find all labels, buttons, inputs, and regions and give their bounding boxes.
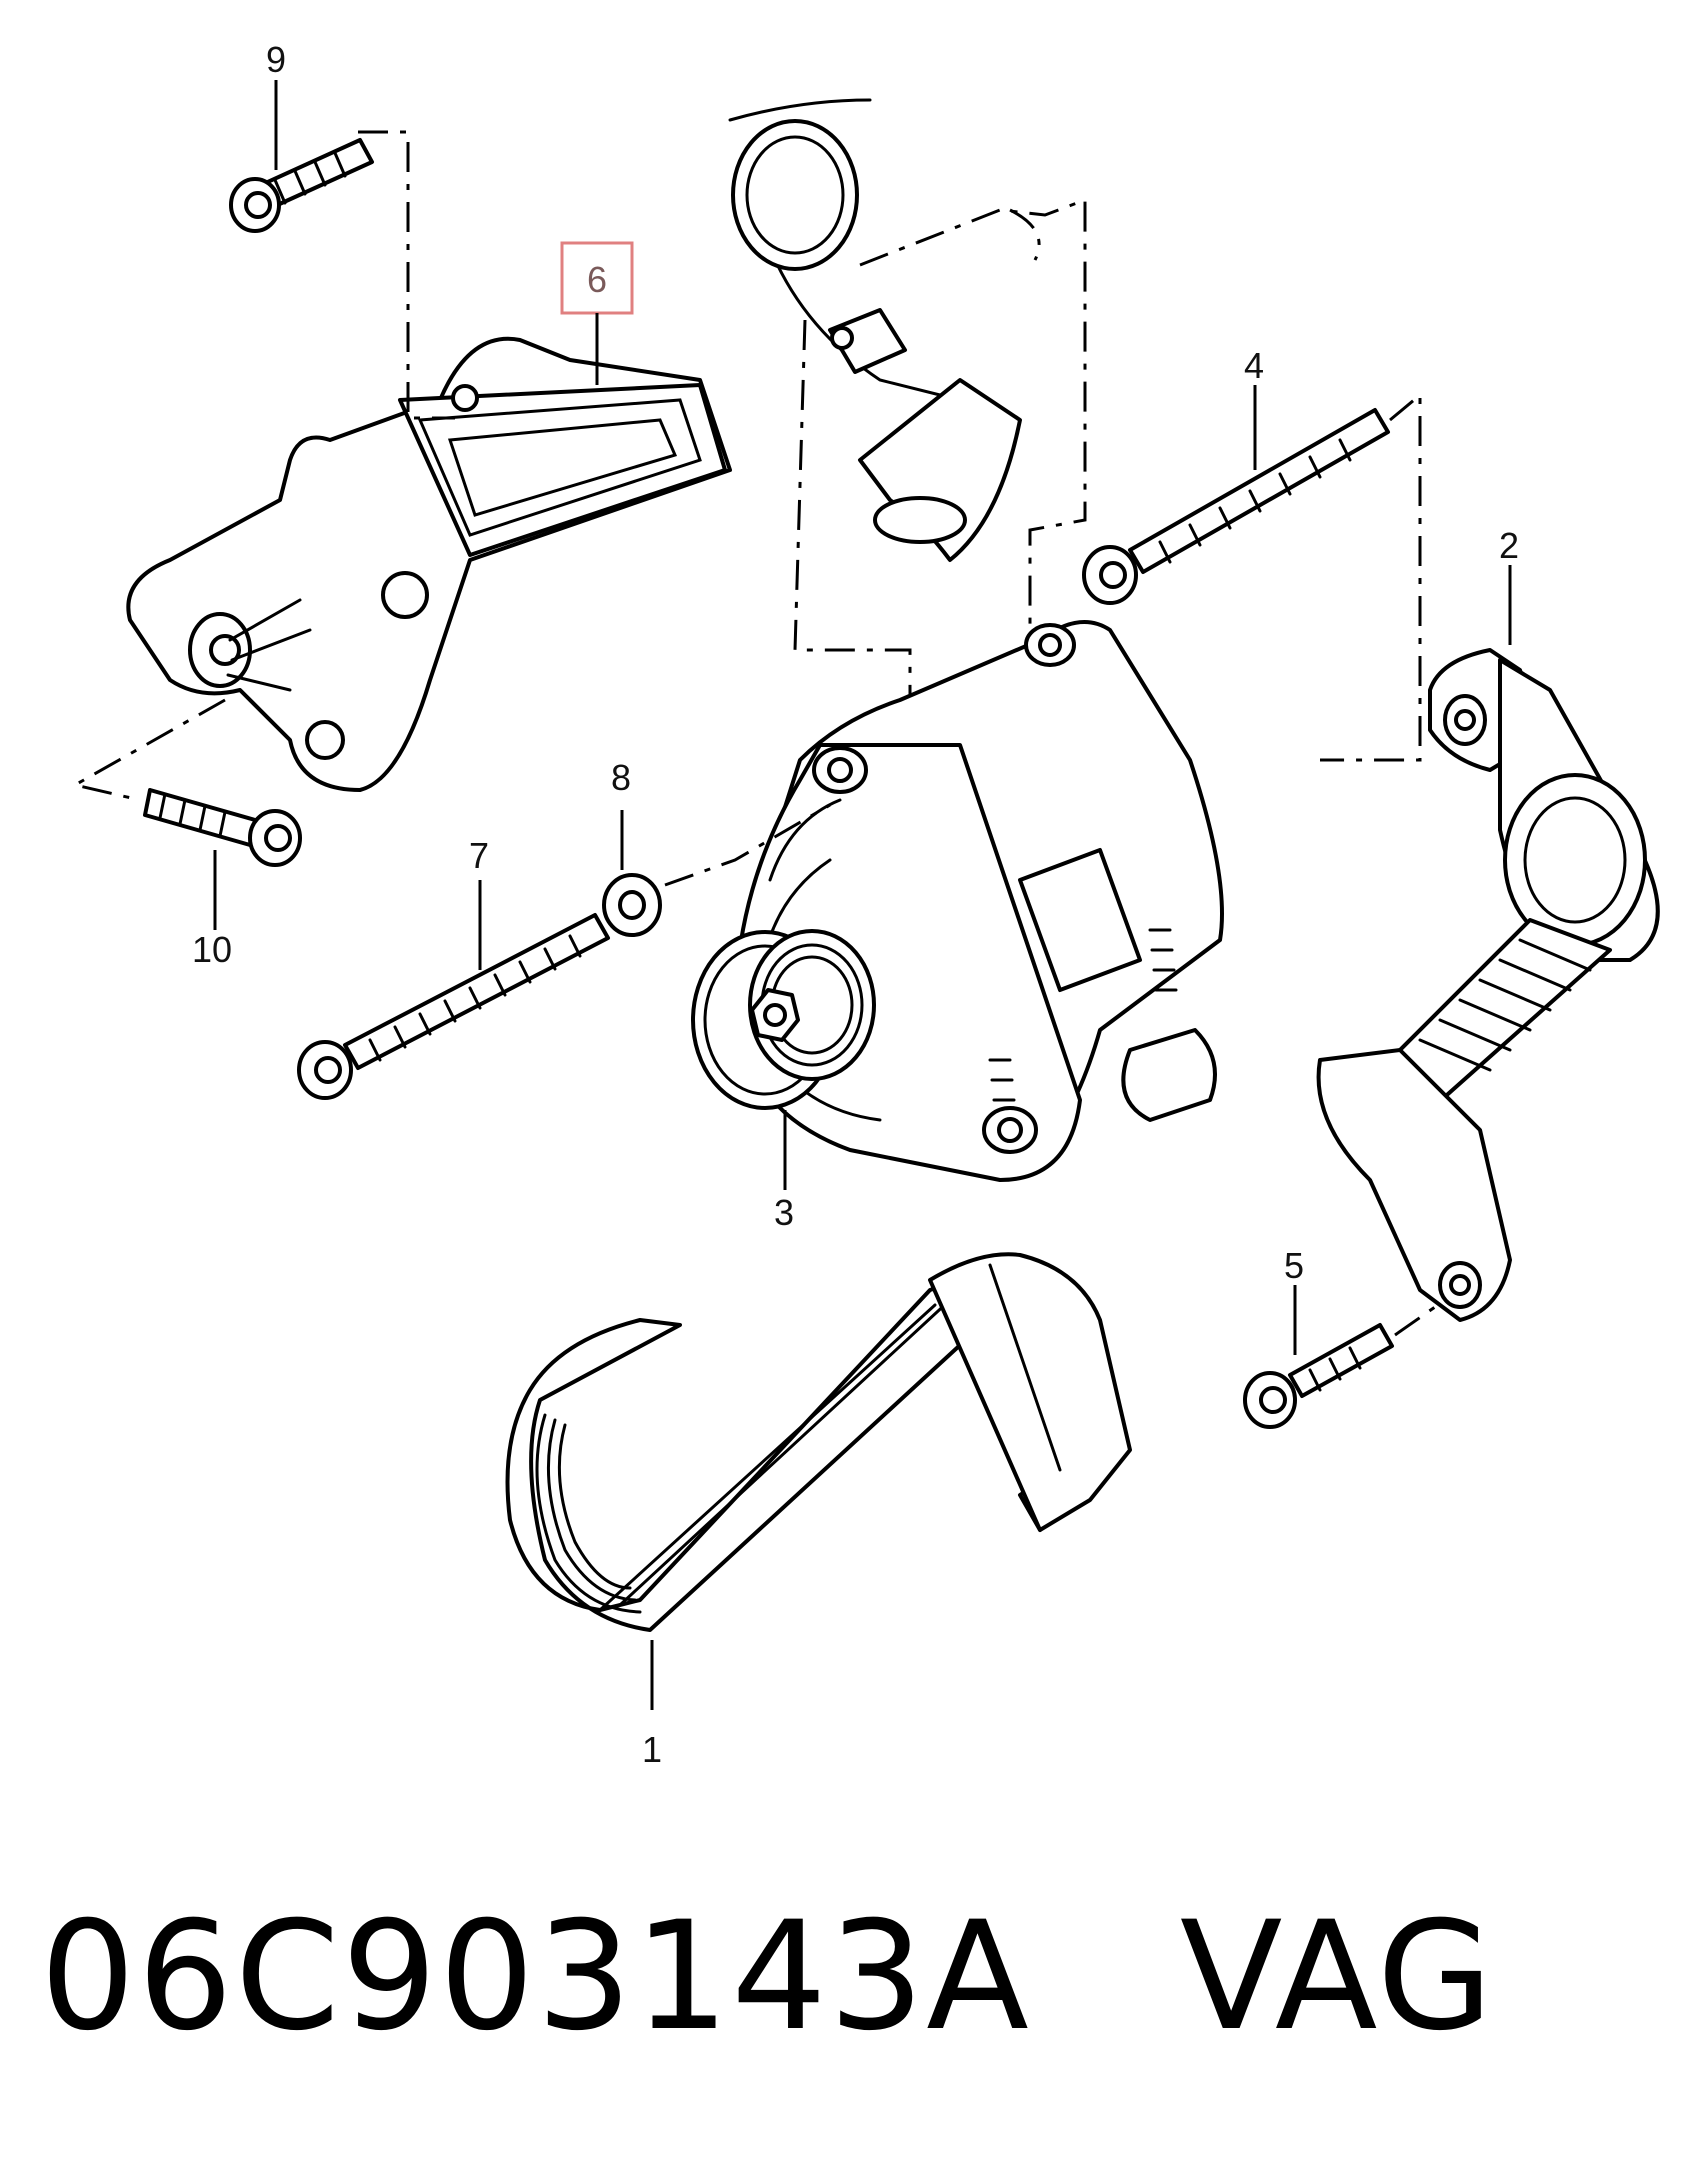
bolt-part-7 [297, 913, 610, 1100]
callout-10: 10 [192, 929, 232, 970]
coolant-hose [728, 98, 1022, 562]
alternator-pulley [691, 929, 876, 1110]
callout-9: 9 [266, 39, 286, 80]
callout-7: 7 [469, 835, 489, 876]
part-caption: 06C903143A VAG [40, 1890, 1495, 2064]
callout-6: 6 [587, 259, 607, 300]
callout-2: 2 [1499, 525, 1519, 566]
part-number: 06C903143A [40, 1890, 1031, 2064]
bolt-part-5 [1243, 1323, 1394, 1429]
belt-tensioner-part-2 [1316, 648, 1660, 1322]
callout-4: 4 [1244, 345, 1264, 386]
callout-8: 8 [611, 757, 631, 798]
callout-1: 1 [642, 1729, 662, 1770]
brand-name: VAG [1179, 1890, 1496, 2064]
bracket-part-6 [126, 336, 732, 792]
callout-5: 5 [1284, 1245, 1304, 1286]
bolt-part-4 [1082, 408, 1390, 605]
bolt-part-10 [143, 788, 302, 867]
callout-3: 3 [774, 1192, 794, 1233]
washer-part-8 [602, 873, 662, 937]
poly-v-belt-part-1 [505, 1252, 1132, 1632]
bolt-part-9 [229, 138, 374, 233]
